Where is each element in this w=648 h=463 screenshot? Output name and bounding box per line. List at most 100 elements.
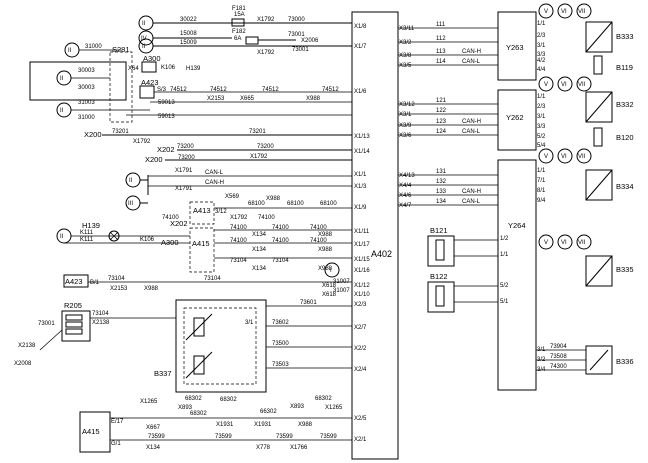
sensor-b336-box — [585, 345, 613, 375]
svg-text:V: V — [544, 9, 548, 15]
svg-text:B121: B121 — [430, 226, 448, 235]
svg-text:X4/6: X4/6 — [399, 193, 412, 199]
svg-text:X1792: X1792 — [230, 215, 248, 221]
svg-text:68302: 68302 — [220, 397, 237, 403]
svg-text:X3/11: X3/11 — [399, 26, 415, 32]
can-section: II III X1791 X1791 CAN-L CAN-H — [125, 168, 352, 211]
svg-text:3/1: 3/1 — [537, 114, 546, 120]
module-y264 — [497, 159, 537, 391]
svg-text:73104: 73104 — [108, 276, 125, 282]
svg-text:73500: 73500 — [272, 341, 289, 347]
sensor-b334-box — [585, 169, 613, 201]
svg-text:X618: X618 — [322, 292, 337, 298]
pin-x1-6: X1/6 — [354, 89, 367, 95]
svg-text:74100: 74100 — [310, 225, 327, 231]
sensor-b335-box — [585, 255, 613, 287]
svg-text:B336: B336 — [616, 357, 634, 366]
svg-text:73201: 73201 — [249, 129, 266, 135]
svg-text:X2138: X2138 — [18, 343, 36, 349]
svg-text:5/2: 5/2 — [537, 134, 546, 140]
svg-text:X1792: X1792 — [257, 17, 275, 23]
svg-text:X988: X988 — [266, 196, 281, 202]
svg-text:131: 131 — [436, 169, 447, 175]
svg-text:15008: 15008 — [180, 31, 197, 37]
svg-text:73001: 73001 — [292, 47, 309, 53]
svg-text:B332: B332 — [616, 100, 634, 109]
pin-x1-9: X1/9 — [354, 205, 367, 211]
svg-text:X134: X134 — [146, 445, 161, 451]
svg-text:74100: 74100 — [272, 238, 289, 244]
svg-text:31000: 31000 — [78, 115, 95, 121]
svg-text:73000: 73000 — [288, 17, 305, 23]
svg-text:III: III — [128, 201, 133, 207]
svg-text:X134: X134 — [252, 247, 267, 253]
svg-text:73508: 73508 — [550, 354, 567, 360]
svg-text:X64: X64 — [128, 66, 139, 72]
svg-text:3/3: 3/3 — [537, 52, 546, 58]
sensor-b122-box — [427, 281, 455, 313]
sensor-b332-box — [585, 91, 613, 123]
svg-text:74100: 74100 — [310, 238, 327, 244]
svg-text:A415: A415 — [192, 239, 210, 248]
svg-text:H139: H139 — [186, 66, 201, 72]
svg-text:5/4: 5/4 — [537, 143, 546, 149]
svg-text:5/1: 5/1 — [500, 299, 509, 305]
a413-frame — [189, 201, 215, 225]
svg-text:X2153: X2153 — [110, 286, 128, 292]
svg-text:X1792: X1792 — [257, 50, 275, 56]
svg-text:X3/1: X3/1 — [399, 112, 412, 118]
block-a415: II K111 H139 K111 K106 A300 A415 74100 7… — [56, 221, 352, 298]
svg-text:X569: X569 — [225, 194, 240, 200]
svg-text:30003: 30003 — [78, 85, 95, 91]
svg-text:66302: 66302 — [260, 409, 277, 415]
svg-text:111: 111 — [436, 22, 446, 28]
svg-text:K106: K106 — [140, 237, 155, 243]
svg-text:X988: X988 — [144, 286, 159, 292]
pin-x1-15: X1/15 — [354, 257, 370, 263]
svg-text:73104: 73104 — [272, 258, 289, 264]
svg-text:73200: 73200 — [257, 144, 274, 150]
svg-text:X3/6: X3/6 — [399, 133, 412, 139]
svg-text:VII: VII — [578, 154, 586, 160]
pin-x1-3: X1/3 — [354, 184, 367, 190]
svg-text:B/1: B/1 — [90, 280, 100, 286]
svg-text:1/1: 1/1 — [500, 252, 509, 258]
svg-text:3/1: 3/1 — [245, 320, 254, 326]
pin-x2-5: X2/5 — [354, 416, 367, 422]
pin-x2-3: X2/3 — [354, 302, 367, 308]
svg-text:X988: X988 — [298, 422, 313, 428]
svg-text:A423: A423 — [141, 78, 159, 87]
svg-text:X134: X134 — [252, 232, 267, 238]
svg-text:74100: 74100 — [258, 215, 275, 221]
supply-section: II 30022 F181 15A X1792 73000 IV 15008 F… — [138, 6, 352, 56]
svg-text:59013: 59013 — [158, 100, 175, 106]
svg-text:X665: X665 — [240, 96, 255, 102]
svg-text:68100: 68100 — [248, 201, 265, 207]
svg-text:S281: S281 — [112, 45, 130, 54]
svg-text:A423: A423 — [65, 277, 83, 286]
svg-text:V: V — [544, 240, 548, 246]
svg-text:59013: 59013 — [158, 114, 175, 120]
svg-text:B337: B337 — [154, 369, 172, 378]
svg-text:73599: 73599 — [320, 434, 337, 440]
svg-text:VI: VI — [561, 240, 567, 246]
a415-frame — [189, 227, 215, 273]
svg-text:VI: VI — [561, 82, 567, 88]
svg-text:73599: 73599 — [276, 434, 293, 440]
svg-text:73503: 73503 — [272, 362, 289, 368]
block-a413: A413 3/12 X202 74100 X569 68100 68100 X9… — [162, 194, 352, 228]
svg-text:R205: R205 — [64, 301, 82, 310]
svg-text:X618: X618 — [322, 283, 337, 289]
module-y263 — [497, 11, 537, 81]
svg-text:V: V — [544, 82, 548, 88]
svg-text:X778: X778 — [256, 445, 271, 451]
svg-text:II: II — [60, 108, 64, 114]
sensor-b121-box — [427, 235, 455, 267]
bus-lines: X200 73201 73201 X1792 X202 73200 73200 … — [84, 129, 352, 164]
svg-text:K111: K111 — [80, 230, 94, 236]
svg-text:X4/7: X4/7 — [399, 203, 412, 209]
svg-text:30003: 30003 — [78, 68, 95, 74]
svg-text:68302: 68302 — [315, 396, 332, 402]
module-a402-label: A402 — [371, 249, 392, 259]
svg-text:VII: VII — [578, 9, 586, 15]
